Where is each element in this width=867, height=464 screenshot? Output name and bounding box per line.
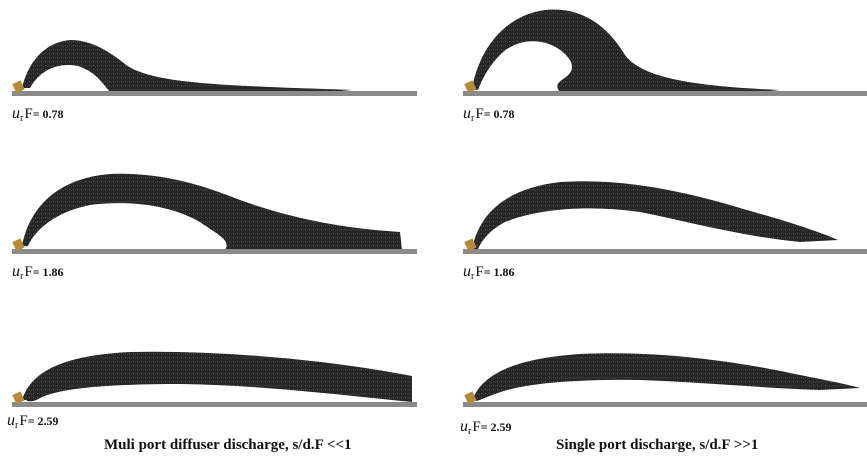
froude-label-multi-259: urF= 2.59: [7, 412, 59, 431]
label-variable: u: [12, 263, 20, 280]
froude-label-multi-078: urF= 0.78: [12, 105, 64, 124]
floor-bar: [12, 402, 417, 407]
label-suffix: F: [475, 264, 483, 280]
plume-shape: [472, 181, 838, 249]
floor-bar: [463, 402, 867, 407]
label-value: = 1.86: [484, 265, 515, 279]
froude-label-single-186: urF= 1.86: [463, 263, 515, 282]
floor-bar: [463, 91, 867, 96]
label-variable: u: [7, 412, 15, 429]
label-subscript: r: [468, 426, 471, 437]
label-suffix: F: [472, 419, 480, 435]
label-subscript: r: [15, 420, 18, 431]
label-value: = 0.78: [33, 107, 64, 121]
label-subscript: r: [471, 113, 474, 124]
floor-bar: [12, 249, 417, 254]
plume-shape: [22, 174, 402, 250]
label-suffix: F: [475, 106, 483, 122]
plume-shape: [22, 40, 352, 92]
label-value: = 2.59: [28, 414, 59, 428]
label-subscript: r: [20, 271, 23, 282]
label-variable: u: [463, 105, 471, 122]
label-value: = 0.78: [484, 107, 515, 121]
caption-multi-port: Muli port diffuser discharge, s/d.F <<1: [104, 437, 352, 454]
plume-shape: [472, 353, 860, 401]
froude-label-multi-186: urF= 1.86: [12, 263, 64, 282]
froude-label-single-078: urF= 0.78: [463, 105, 515, 124]
label-suffix: F: [24, 264, 32, 280]
froude-label-single-259: urF= 2.59: [460, 418, 512, 437]
caption-single-port: Single port discharge, s/d.F >>1: [556, 437, 758, 454]
label-suffix: F: [24, 106, 32, 122]
label-variable: u: [460, 418, 468, 435]
floor-bar: [12, 91, 417, 96]
plume-shape: [472, 10, 780, 92]
label-variable: u: [463, 263, 471, 280]
floor-bar: [463, 249, 867, 254]
label-suffix: F: [19, 413, 27, 429]
label-value: = 2.59: [481, 420, 512, 434]
label-subscript: r: [471, 271, 474, 282]
label-value: = 1.86: [33, 265, 64, 279]
plume-shape: [22, 352, 412, 402]
label-variable: u: [12, 105, 20, 122]
label-subscript: r: [20, 113, 23, 124]
